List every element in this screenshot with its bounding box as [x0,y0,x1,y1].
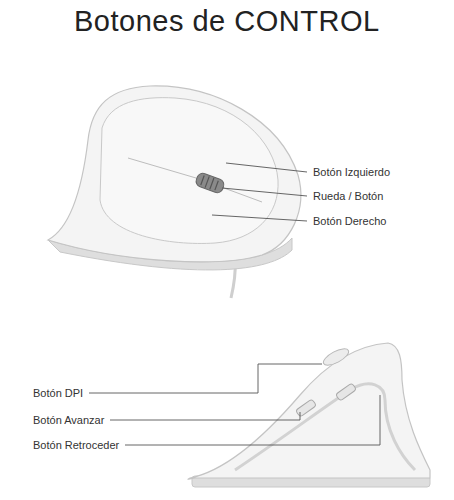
part-label: Botón Izquierdo [313,165,390,179]
forward-button [296,399,317,417]
leader-line [212,215,307,221]
leader-line [222,188,307,196]
part-label: Rueda / Botón [313,189,383,203]
leader-line [125,395,380,445]
mouse-side-view [188,343,430,487]
part-label: Botón DPI [33,386,83,400]
leader-line [226,163,307,172]
title: Botones de CONTROL [74,4,380,38]
scroll-wheel [194,172,225,195]
part-label: Botón Derecho [313,214,386,228]
part-label: Botón Retroceder [33,438,119,452]
button-area [100,98,278,244]
thumb-groove [235,384,415,470]
back-button [336,383,357,401]
mouse-body [188,343,430,479]
leader-line [110,412,300,420]
part-label: Botón Avanzar [33,413,104,427]
mouse-body [48,86,301,262]
dpi-button [321,346,351,369]
leader-line [89,364,322,393]
